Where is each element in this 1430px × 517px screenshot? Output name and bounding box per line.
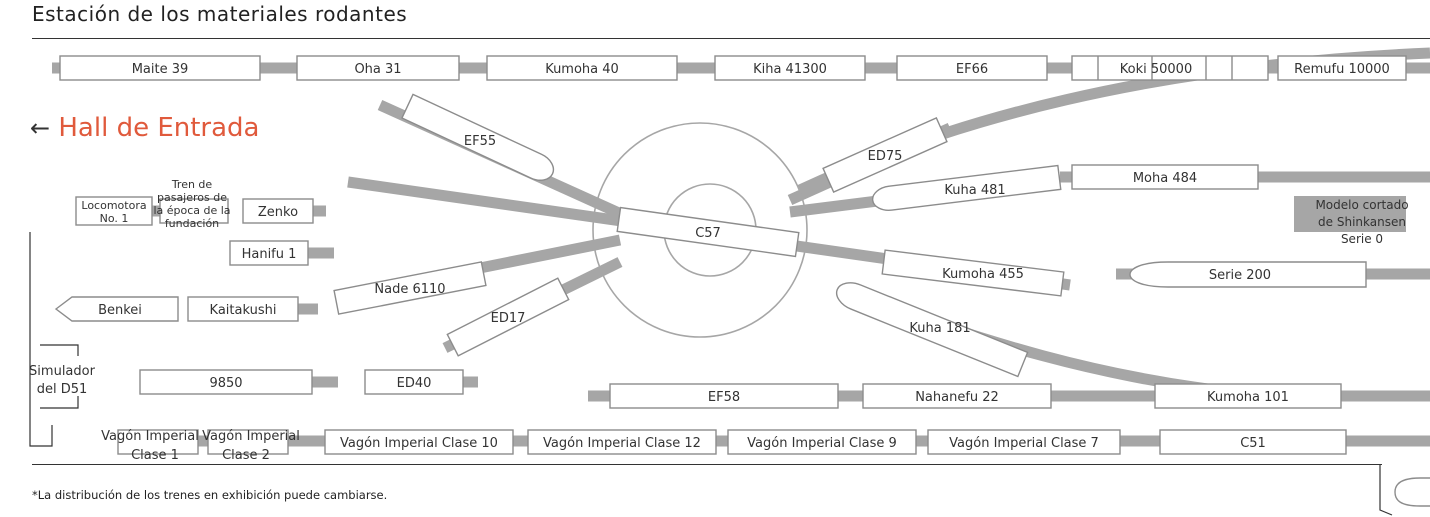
car-koki50000[interactable]: Koki 50000 <box>1071 55 1269 81</box>
car-hanifu1-label: Hanifu 1 <box>242 247 297 262</box>
car-kiha41300[interactable]: Kiha 41300 <box>714 55 866 81</box>
car-locomotora-label-line2: No. 1 <box>100 212 129 225</box>
car-nade6110[interactable]: Nade 6110 <box>333 261 487 317</box>
car-ed75-label: ED75 <box>868 149 903 164</box>
left-arrow-icon: ← <box>30 114 51 142</box>
car-ef55-label: EF55 <box>464 134 496 149</box>
car-kumoha455-label: Kumoha 455 <box>942 267 1024 282</box>
car-locomotora-no1[interactable]: Locomotora No. 1 <box>75 196 153 226</box>
car-remufu10000-label: Remufu 10000 <box>1294 62 1390 77</box>
bottom-right-bracket <box>1379 464 1393 516</box>
car-oha31-label: Oha 31 <box>354 62 401 77</box>
car-maite39-label: Maite 39 <box>132 62 189 77</box>
shinkansen-line2: de Shinkansen <box>1318 215 1406 229</box>
vagon-clase12-label: Vagón Imperial Clase 12 <box>543 436 701 451</box>
car-ef66[interactable]: EF66 <box>896 55 1048 81</box>
car-kumoha40-label: Kumoha 40 <box>545 62 619 77</box>
tren-fundacion-line4: fundación <box>165 217 219 230</box>
tren-fundacion-line2: pasajeros de <box>157 191 227 204</box>
car-c57-label: C57 <box>695 226 721 241</box>
car-kuha481-label: Kuha 481 <box>944 183 1005 198</box>
shinkansen-line1: Modelo cortado <box>1315 198 1408 212</box>
entrance-hall-link[interactable]: ← Hall de Entrada <box>30 113 260 143</box>
car-zenko[interactable]: Zenko <box>242 198 314 224</box>
vagon-clase10-label: Vagón Imperial Clase 10 <box>340 436 498 451</box>
car-maite39[interactable]: Maite 39 <box>59 55 261 81</box>
car-vagon-clase1[interactable]: Vagón Imperial Clase 1 <box>101 429 199 463</box>
car-kuha481[interactable]: Kuha 481 <box>871 164 1062 215</box>
car-moha484-label: Moha 484 <box>1133 171 1197 186</box>
car-hanifu1[interactable]: Hanifu 1 <box>229 240 309 266</box>
car-c57[interactable]: C57 <box>616 206 800 258</box>
car-9850-label: 9850 <box>209 376 242 391</box>
car-kumoha455[interactable]: Kumoha 455 <box>881 249 1065 297</box>
car-kuha181-label: Kuha 181 <box>909 321 970 336</box>
car-ef55[interactable]: EF55 <box>401 93 558 187</box>
car-ed17[interactable]: ED17 <box>446 277 571 359</box>
car-serie200[interactable]: Serie 200 <box>1129 261 1367 288</box>
vagon-clase9-label: Vagón Imperial Clase 9 <box>747 436 897 451</box>
car-ed40[interactable]: ED40 <box>364 369 464 395</box>
car-moha484[interactable]: Moha 484 <box>1071 164 1259 190</box>
simulador-d51[interactable]: Simulador del D51 <box>29 232 96 447</box>
shinkansen-line3: Serie 0 <box>1341 232 1383 246</box>
car-vagon-clase2[interactable]: Vagón Imperial Clase 2 <box>202 429 300 463</box>
car-ef58[interactable]: EF58 <box>609 383 839 409</box>
car-ef66-label: EF66 <box>956 62 988 77</box>
footer-divider <box>32 464 1382 465</box>
simulador-line2: del D51 <box>37 382 88 397</box>
car-kaitakushi[interactable]: Kaitakushi <box>187 296 299 322</box>
vagon-clase7-label: Vagón Imperial Clase 7 <box>949 436 1099 451</box>
car-tren-fundacion[interactable]: Tren de pasajeros de la época de la fund… <box>153 178 230 230</box>
car-oha31[interactable]: Oha 31 <box>296 55 460 81</box>
title-divider <box>32 38 1430 39</box>
car-koki50000-label: Koki 50000 <box>1120 62 1192 77</box>
car-vagon-clase10[interactable]: Vagón Imperial Clase 10 <box>324 429 514 455</box>
footer-note: *La distribución de los trenes en exhibi… <box>32 488 388 502</box>
car-vagon-clase12[interactable]: Vagón Imperial Clase 12 <box>527 429 717 455</box>
car-zenko-label: Zenko <box>258 205 298 220</box>
car-c51-label: C51 <box>1240 436 1266 451</box>
page-title: Estación de los materiales rodantes <box>32 2 408 26</box>
car-ef58-label: EF58 <box>708 390 740 405</box>
car-kaitakushi-label: Kaitakushi <box>210 303 277 318</box>
turntable-outer <box>592 122 808 338</box>
car-shinkansen-serie0[interactable]: Modelo cortado de Shinkansen Serie 0 <box>1294 196 1409 246</box>
car-ed17-label: ED17 <box>491 311 526 326</box>
car-kumoha101-label: Kumoha 101 <box>1207 390 1289 405</box>
car-vagon-clase9[interactable]: Vagón Imperial Clase 9 <box>727 429 917 455</box>
car-benkei[interactable]: Benkei <box>54 296 179 322</box>
vagon-clase2-line2: Clase 2 <box>222 448 270 463</box>
cars: Maite 39 Oha 31 Kumoha 40 Kiha 41300 EF6… <box>29 55 1430 507</box>
vagon-clase1-line1: Vagón Imperial <box>101 429 199 444</box>
tren-fundacion-line3: la época de la <box>153 204 230 217</box>
car-c51[interactable]: C51 <box>1159 429 1347 455</box>
car-benkei-label: Benkei <box>98 303 142 318</box>
car-kumoha40[interactable]: Kumoha 40 <box>486 55 678 81</box>
car-remufu10000[interactable]: Remufu 10000 <box>1277 55 1407 81</box>
car-ed40-label: ED40 <box>397 376 432 391</box>
car-nahanefu22[interactable]: Nahanefu 22 <box>862 383 1052 409</box>
car-kiha41300-label: Kiha 41300 <box>753 62 827 77</box>
car-kuha181[interactable]: Kuha 181 <box>831 270 1030 379</box>
car-serie200-label: Serie 200 <box>1209 268 1271 283</box>
car-locomotora-label-line1: Locomotora <box>81 199 146 212</box>
car-9850[interactable]: 9850 <box>139 369 313 395</box>
vagon-clase2-line1: Vagón Imperial <box>202 429 300 444</box>
car-nade6110-label: Nade 6110 <box>374 282 445 297</box>
entrance-hall-label: Hall de Entrada <box>58 113 260 143</box>
tren-fundacion-line1: Tren de <box>171 178 213 191</box>
car-ed75[interactable]: ED75 <box>822 116 948 194</box>
vagon-clase1-line2: Clase 1 <box>131 448 179 463</box>
car-kumoha101[interactable]: Kumoha 101 <box>1154 383 1342 409</box>
simulador-line1: Simulador <box>29 364 96 379</box>
car-vagon-clase7[interactable]: Vagón Imperial Clase 7 <box>927 429 1121 455</box>
car-nahanefu22-label: Nahanefu 22 <box>915 390 999 405</box>
car-partial-bottom-right <box>1394 477 1430 507</box>
